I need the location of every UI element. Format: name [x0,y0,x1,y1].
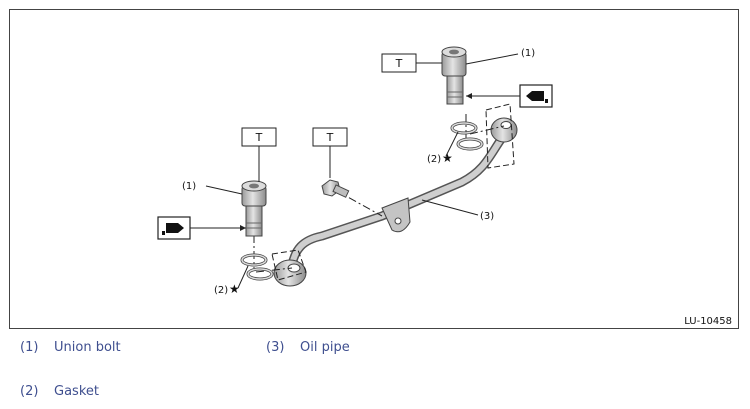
star-mark: ★ [442,151,453,165]
callout-1-left: (1) [182,181,196,192]
star-mark: ★ [229,282,240,296]
center-line-lower-gasket [255,267,293,273]
dashed-frame-upper [485,103,515,169]
legend-item-union-bolt: (1)Union bolt [20,340,121,355]
center-line-upper-gasket [469,125,505,135]
callout-1-right: (1) [521,48,535,59]
svg-text:T: T [326,131,334,144]
leader-1-right [465,53,519,65]
callout-3: (3) [480,211,494,222]
gasket-left [240,253,274,281]
gasket-right [450,121,484,151]
dashed-frame-lower [271,249,307,281]
union-bolt-left [241,180,267,237]
callout-2-right: (2) [427,154,441,165]
bracket-bolt [321,179,350,198]
leader-3 [421,199,479,216]
svg-text:T: T [395,57,403,70]
figure-code: LU-10458 [684,316,732,327]
callout-2-left: (2) [214,285,228,296]
torque-box-right: T [381,53,442,73]
legend-item-oil-pipe: (3)Oil pipe [266,340,350,355]
leader-2-right [445,131,459,157]
legend-item-gasket: (2)Gasket [20,384,99,399]
oil-can-icon [157,216,246,240]
torque-box-middle: T [312,127,348,178]
leader-1-left [205,185,243,195]
leader-2-left [237,265,249,289]
parts-diagram: T T T [9,9,739,329]
svg-text:T: T [255,131,263,144]
union-bolt-right [441,46,467,105]
torque-box-left: T [241,127,277,182]
oil-can-icon [466,84,553,108]
center-line-small-bolt [334,189,383,217]
diagram-svg: T T T [157,46,732,327]
